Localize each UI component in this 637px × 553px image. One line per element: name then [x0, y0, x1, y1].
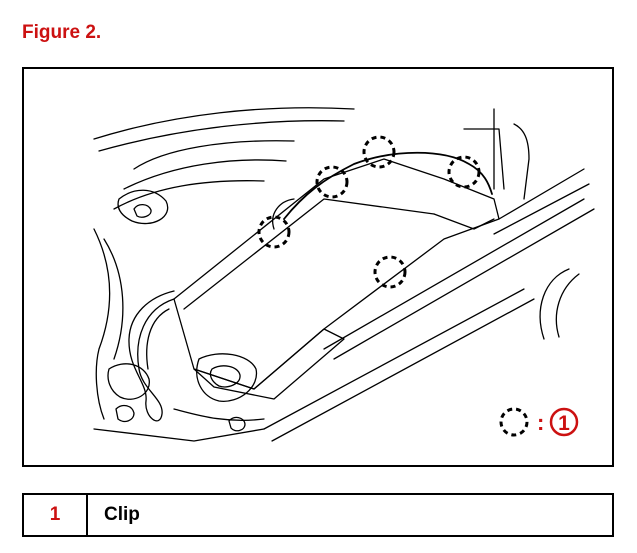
intake-hose	[128, 290, 175, 422]
clip-marker-icon	[447, 155, 481, 189]
right-bracket	[513, 123, 530, 200]
key-callout-number: 1	[558, 412, 570, 435]
left-bracket	[107, 363, 150, 400]
dashed-circle-icon	[499, 407, 529, 437]
right-rail	[498, 168, 585, 220]
lower-bolt	[228, 416, 246, 432]
key-separator: :	[537, 410, 544, 435]
right-fender-line	[323, 198, 585, 350]
cowl-curve	[133, 140, 295, 170]
left-lower	[93, 428, 265, 442]
left-structure-2	[103, 238, 124, 360]
right-rail-2	[493, 183, 590, 235]
left-structure	[93, 228, 111, 420]
harness-line	[283, 151, 493, 220]
lower-rail	[263, 288, 525, 430]
diagram-frame: : 1	[22, 67, 614, 467]
harness-branch	[272, 198, 295, 230]
reservoir	[196, 353, 258, 402]
strut-hole	[133, 203, 152, 218]
left-bolt	[115, 404, 135, 423]
legend-table: 1 Clip	[22, 493, 614, 537]
clip-marker-icon	[315, 165, 349, 199]
strut-housing	[117, 189, 169, 225]
legend-key: : 1	[499, 407, 579, 437]
cover-front-face	[193, 328, 345, 400]
right-strut-1	[463, 128, 505, 190]
right-fender-line-2	[333, 208, 595, 360]
hood-inner-line	[98, 120, 345, 152]
reservoir-cap	[209, 365, 241, 388]
clip-marker-icon	[362, 135, 396, 169]
cowl-curve-3	[113, 180, 265, 210]
right-wheel-arch	[539, 268, 570, 340]
intake-hose-inner	[146, 308, 170, 370]
hood-edge-line	[93, 107, 355, 140]
engine-cover-illustration: : 1	[93, 107, 595, 442]
callout-circle-icon	[549, 407, 579, 437]
cowl-curve-2	[123, 159, 287, 190]
clip-marker-icon	[373, 255, 407, 289]
legend-number: 1	[24, 495, 88, 535]
right-wheel-arch-2	[555, 273, 580, 338]
lower-rail-2	[271, 298, 535, 442]
cover-ridge	[183, 198, 435, 310]
legend-label: Clip	[104, 504, 140, 525]
cover-outline	[173, 158, 500, 390]
figure-title: Figure 2.	[22, 22, 102, 43]
clip-marker-icon	[257, 215, 291, 249]
lower-bracket	[173, 408, 265, 422]
cover-side	[433, 213, 495, 230]
